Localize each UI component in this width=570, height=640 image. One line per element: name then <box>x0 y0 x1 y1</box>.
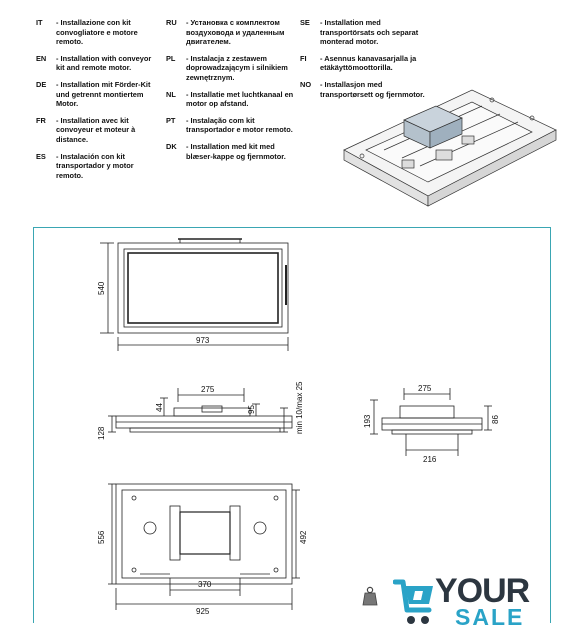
dim-top-width: 973 <box>196 336 210 345</box>
shopping-cart-icon <box>393 579 433 624</box>
language-code: PL <box>166 53 176 63</box>
top-view-drawing: 540 973 <box>97 238 289 351</box>
side-view-drawing: 275 44 95 128 min 10/max 25 <box>97 381 304 440</box>
instruction-text: - Installation mit Förder-Kit und getren… <box>56 79 151 109</box>
language-code: RU <box>166 18 177 27</box>
logo-word-your: YOUR <box>435 572 530 610</box>
instructions-column-2: RU - Установка с комплектом воздуховода и… <box>166 18 296 168</box>
instruction-fr: FR - Installation avec kit convoyeur et m… <box>36 116 160 145</box>
isometric-product-illustration <box>343 89 557 207</box>
weight-icon <box>362 586 378 606</box>
language-code: DE <box>36 79 47 89</box>
dim-side-95: 95 <box>247 405 256 414</box>
language-code: EN <box>36 53 47 63</box>
instruction-text: - Installation avec kit convoyeur et mot… <box>56 115 136 144</box>
language-code: NL <box>166 89 176 99</box>
brand-logo: YOUR SALE <box>393 572 563 634</box>
instruction-de: DE - Installation mit Förder-Kit und getr… <box>36 80 160 109</box>
instruction-text: - Installatie met luchtkanaal en motor o… <box>186 89 294 109</box>
dim-front-275: 275 <box>418 384 432 393</box>
instruction-text: - Asennus kanavasarjalla ja etäkäyttömoo… <box>320 53 417 73</box>
dim-side-44: 44 <box>155 403 164 412</box>
bottom-view-drawing: 556 492 370 925 <box>97 483 308 616</box>
front-view-drawing: 275 193 86 216 <box>363 384 500 464</box>
instruction-nl: NL - Installatie met luchtkanaal en motor… <box>166 90 296 109</box>
instruction-text: - Instalação com kit transportador e mot… <box>186 115 293 135</box>
instructions-column-3: SE - Installation med transportörsats och… <box>300 18 430 106</box>
instruction-text: - Installasjon med transportørsett og fj… <box>320 79 425 99</box>
instruction-it: IT - Installazione con kit convogliatore … <box>36 18 160 47</box>
instruction-text: - Installation with conveyor kit and rem… <box>56 53 152 73</box>
instruction-text: - Installazione con kit convogliatore e … <box>56 18 138 47</box>
instruction-ru: RU - Установка с комплектом воздуховода и… <box>166 18 296 47</box>
dim-front-86: 86 <box>491 415 500 424</box>
instruction-es: ES - Instalación con kit transportador y … <box>36 152 160 181</box>
instruction-text: - Instalacja z zestawem doprowadzającym … <box>186 53 288 82</box>
instruction-text: - Instalación con kit transportador y mo… <box>56 151 134 180</box>
instructions-column-1: IT - Installazione con kit convogliatore … <box>36 18 160 187</box>
instruction-text: - Установка с комплектом воздуховода и у… <box>186 18 285 47</box>
dim-side-275: 275 <box>201 385 215 394</box>
dim-side-128: 128 <box>97 426 106 440</box>
dim-bottom-370: 370 <box>198 580 212 589</box>
technical-drawing-frame <box>33 227 551 623</box>
instruction-pl: PL - Instalacja z zestawem doprowadzający… <box>166 54 296 83</box>
language-code: FI <box>300 53 307 63</box>
language-code: IT <box>36 18 43 27</box>
dim-bottom-492: 492 <box>299 530 308 544</box>
language-code: SE <box>300 18 310 27</box>
language-code: ES <box>36 151 46 161</box>
logo-word-sale: SALE <box>455 604 525 630</box>
instruction-text: - Installation med transportörsats och s… <box>320 18 419 47</box>
dim-front-216: 216 <box>423 455 437 464</box>
language-code: NO <box>300 79 312 89</box>
instruction-text: - Installation med kit med blæser-kappe … <box>186 141 286 161</box>
dim-bottom-556: 556 <box>97 530 106 544</box>
instruction-dk: DK - Installation med kit med blæser-kapp… <box>166 142 296 161</box>
instruction-se: SE - Installation med transportörsats och… <box>300 18 430 47</box>
dim-side-min-max: min 10/max 25 <box>295 381 304 434</box>
instruction-no: NO - Installasjon med transportørsett og … <box>300 80 430 99</box>
instruction-en: EN - Installation with conveyor kit and r… <box>36 54 160 73</box>
instruction-pt: PT - Instalação com kit transportador e m… <box>166 116 296 135</box>
language-code: DK <box>166 141 177 151</box>
language-code: FR <box>36 115 46 125</box>
dim-front-193: 193 <box>363 414 372 428</box>
dim-top-height: 540 <box>97 281 106 295</box>
dim-bottom-925: 925 <box>196 607 210 616</box>
instruction-fi: FI - Asennus kanavasarjalla ja etäkäyttöm… <box>300 54 430 73</box>
language-code: PT <box>166 115 176 125</box>
